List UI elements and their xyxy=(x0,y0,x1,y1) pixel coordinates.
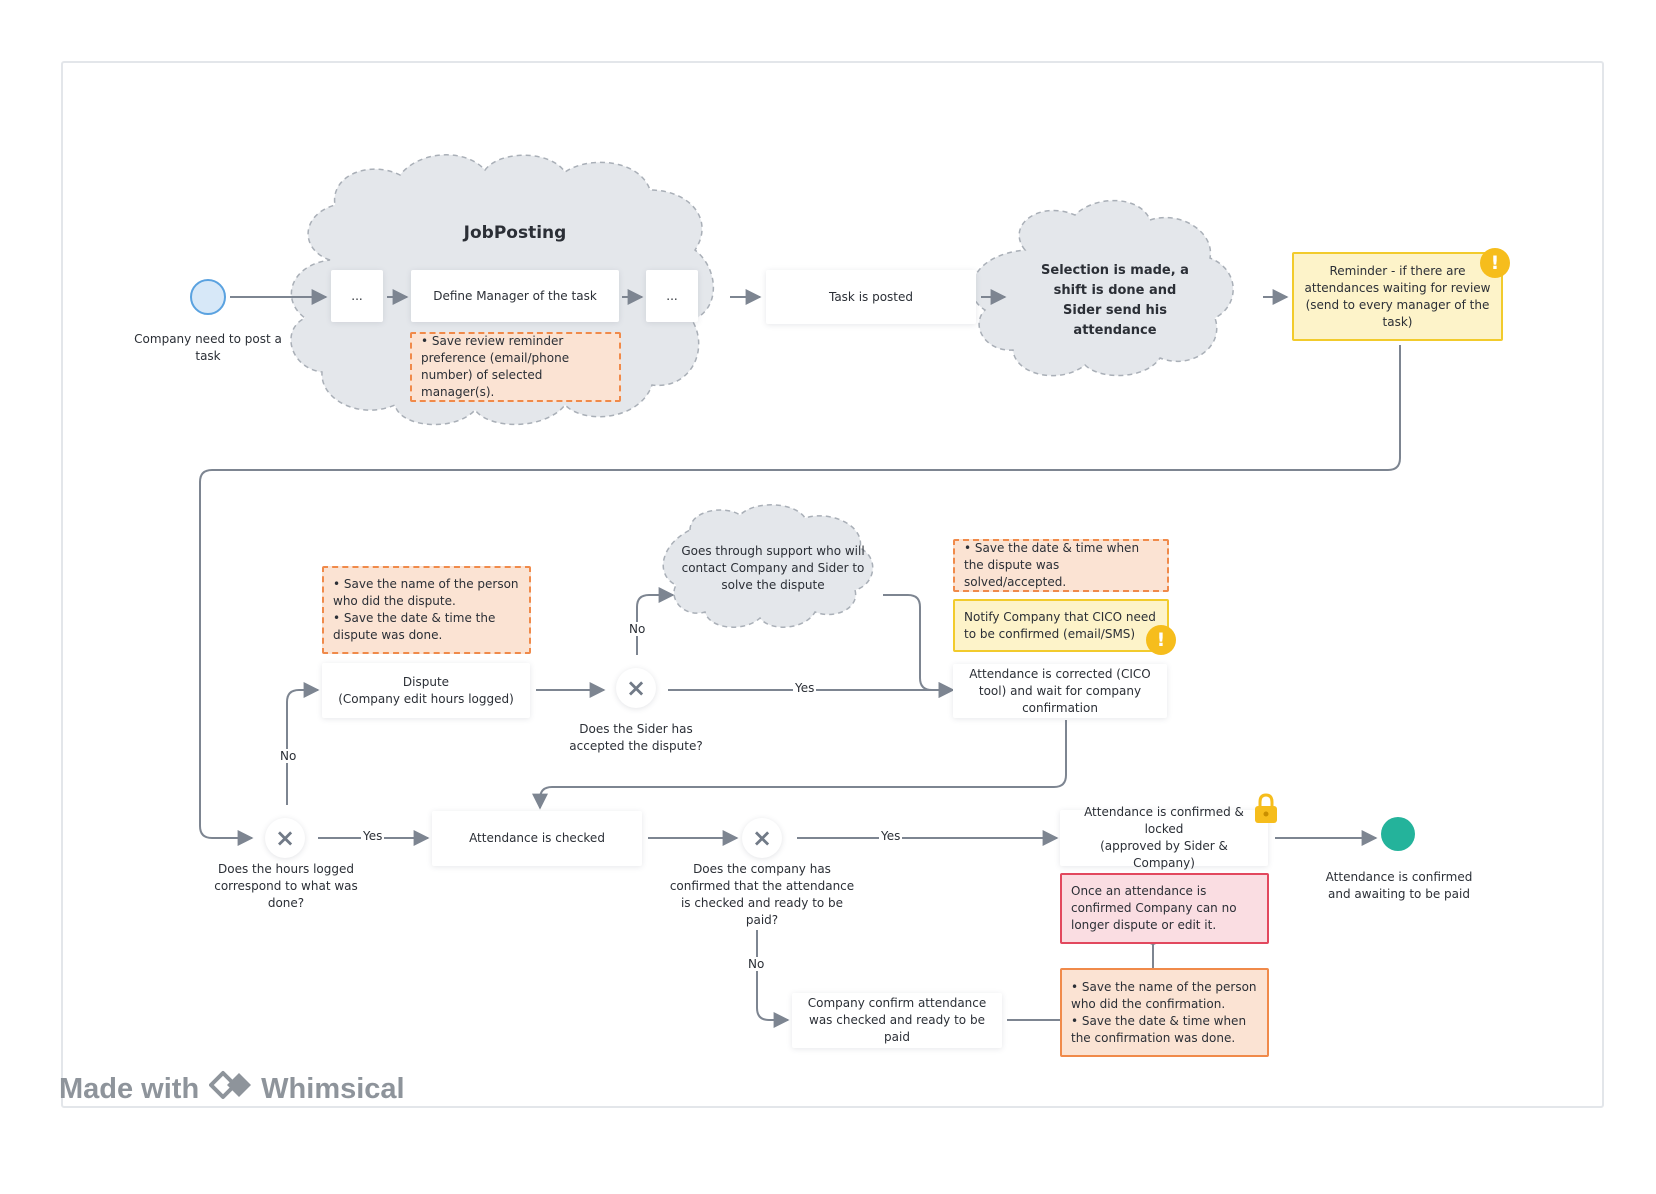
gateway-hours-question: Does the hours logged correspond to what… xyxy=(214,861,358,910)
gateway-sider-accepted: × xyxy=(616,668,656,708)
attendance-corrected-step[interactable]: Attendance is corrected (CICO tool) and … xyxy=(953,664,1167,718)
edge-label-company-no: No xyxy=(746,957,767,971)
attendance-checked-step[interactable]: Attendance is checked xyxy=(432,811,642,866)
company-confirm-step[interactable]: Company confirm attendance was checked a… xyxy=(792,993,1002,1048)
edge-hours-no xyxy=(286,682,320,805)
start-label: Company need to post a task xyxy=(134,332,282,363)
attendance-confirmed-locked-step[interactable]: Attendance is confirmed & locked (approv… xyxy=(1060,805,1268,870)
support-cloud xyxy=(662,504,874,628)
gateway-company-question: Does the company has confirmed that the … xyxy=(669,862,855,927)
notify-company-note: Notify Company that CICO need to be conf… xyxy=(953,599,1169,652)
edge-support-corrected xyxy=(883,594,955,698)
dispute-note: • Save the name of the person who did th… xyxy=(322,566,531,654)
dispute-step[interactable]: Dispute (Company edit hours logged) xyxy=(322,663,530,718)
edge-label-hours-yes: Yes xyxy=(361,829,385,843)
confirm-note-line-1: • Save the name of the person who did th… xyxy=(1071,979,1257,1011)
edge-corrected-checked xyxy=(532,720,1067,810)
start-event xyxy=(190,279,226,315)
selection-cloud xyxy=(971,199,1234,377)
lock-icon xyxy=(1252,793,1280,825)
end-event xyxy=(1381,817,1415,851)
alert-icon: ! xyxy=(1480,248,1510,278)
whimsical-logo-icon xyxy=(209,1070,253,1108)
edge-company-no xyxy=(756,930,790,1028)
dispute-solved-note: • Save the date & time when the dispute … xyxy=(953,539,1169,592)
edge-label-sider-yes: Yes xyxy=(793,681,817,695)
gateway-company-confirmed: × xyxy=(742,818,782,858)
jobposting-title: JobPosting xyxy=(463,222,567,243)
confirmed-locked-line-2: (approved by Sider & Company) xyxy=(1100,839,1228,870)
dispute-note-line-2: • Save the date & time the dispute was d… xyxy=(333,611,496,642)
jobposting-step-placeholder-1[interactable]: ... xyxy=(331,270,383,322)
end-label: Attendance is confirmed and awaiting to … xyxy=(1325,870,1473,901)
selection-text: Selection is made, a shift is done and S… xyxy=(1041,263,1189,338)
edge-label-sider-no: No xyxy=(627,622,648,636)
gateway-hours-correspond: × xyxy=(265,818,305,858)
confirmation-note: • Save the name of the person who did th… xyxy=(1060,968,1269,1057)
edge-label-hours-no: No xyxy=(278,749,299,763)
confirmed-locked-line-1: Attendance is confirmed & locked xyxy=(1084,805,1244,836)
define-manager-step[interactable]: Define Manager of the task xyxy=(411,270,619,322)
dispute-note-line-1: • Save the name of the person who did th… xyxy=(333,577,519,608)
whimsical-brand-text: Whimsical xyxy=(261,1072,405,1105)
made-with-text: Made with xyxy=(59,1072,200,1105)
task-posted-step[interactable]: Task is posted xyxy=(766,270,976,324)
gateway-sider-question: Does the Sider has accepted the dispute? xyxy=(569,722,703,753)
support-cloud-text: Goes through support who will contact Co… xyxy=(681,543,865,592)
locked-note: Once an attendance is confirmed Company … xyxy=(1060,873,1269,944)
edge-reminder-gateway-hours xyxy=(199,345,1401,846)
review-reminder-note: • Save review reminder preference (email… xyxy=(410,332,621,402)
alert-icon: ! xyxy=(1146,625,1176,655)
made-with-whimsical-footer[interactable]: Made with Whimsical xyxy=(59,1070,405,1108)
confirm-note-line-2: • Save the date & time when the confirma… xyxy=(1071,1013,1247,1045)
reminder-note: Reminder - if there are attendances wait… xyxy=(1292,252,1503,341)
edge-sider-no xyxy=(636,587,675,655)
jobposting-step-placeholder-2[interactable]: ... xyxy=(646,270,698,322)
diagram-frame xyxy=(61,61,1604,1108)
edge-label-company-yes: Yes xyxy=(879,829,903,843)
